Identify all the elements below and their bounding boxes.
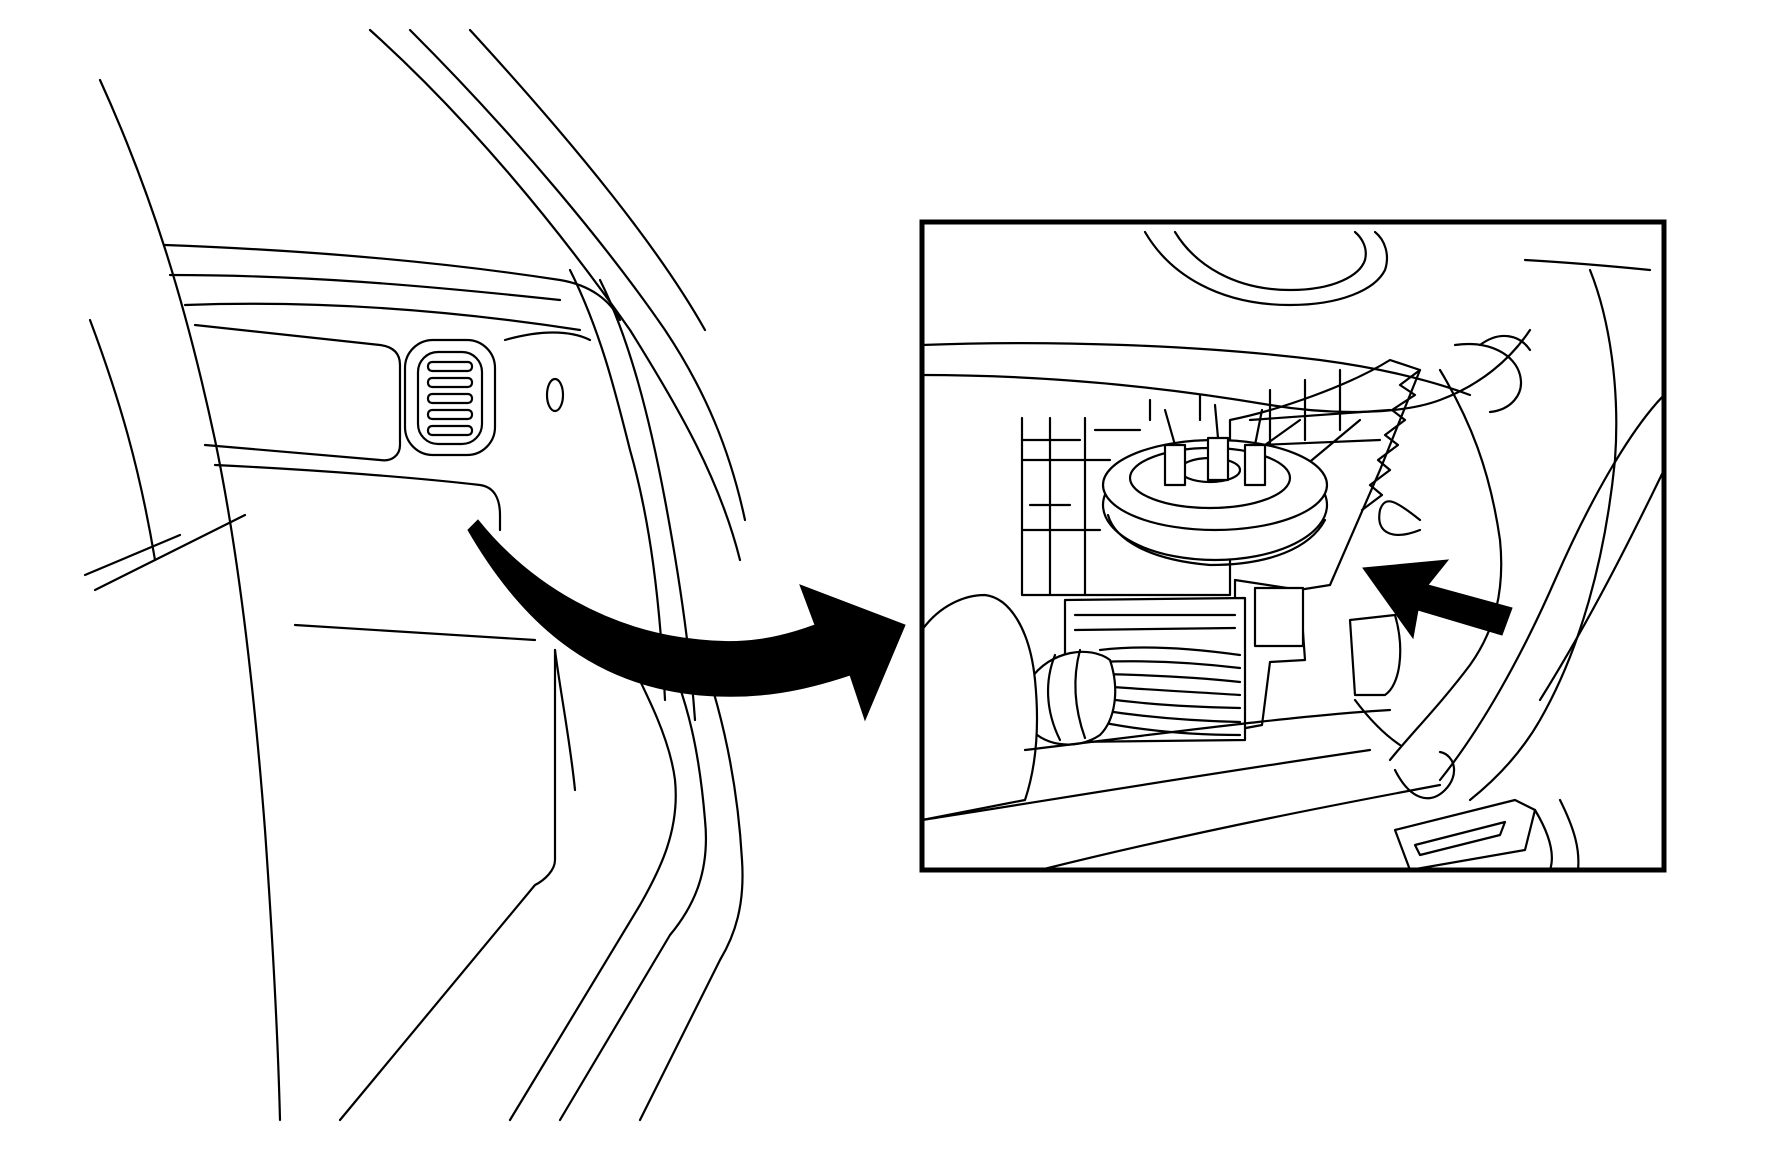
harness-wire <box>1073 626 1237 632</box>
lower-dash-edge <box>1353 698 1402 747</box>
door-sill <box>508 638 677 1122</box>
dash-underside <box>922 342 1472 397</box>
dashboard-top <box>168 273 562 302</box>
dashboard-overview <box>83 28 747 1122</box>
fastener-bracket <box>1348 613 1402 697</box>
blower-motor-body <box>1106 513 1327 567</box>
dash-underside <box>1523 258 1652 272</box>
detail-inset <box>919 219 1667 873</box>
lower-dash-edge <box>1393 750 1456 800</box>
dash-lower-edge <box>293 623 537 642</box>
side-trim-panel <box>1438 393 1664 782</box>
bracket-rib <box>1258 438 1382 447</box>
door-sill <box>558 638 707 1122</box>
harness-loom-band <box>1047 653 1062 742</box>
trim-fastener <box>545 377 565 413</box>
inset-frame <box>919 219 1667 873</box>
harness-loom-band <box>1074 648 1087 740</box>
resistor-plug <box>1253 586 1305 648</box>
glovebox-outline <box>213 463 502 532</box>
motor-terminal <box>1163 443 1187 487</box>
dash-underside <box>922 328 1532 414</box>
windshield-pillar <box>408 28 747 522</box>
side-trim-panel <box>1538 468 1664 702</box>
lower-dash-edge <box>1038 783 1442 870</box>
mounting-bracket <box>1020 358 1422 602</box>
door-sill <box>553 648 577 792</box>
side-trim-panel <box>1378 500 1422 536</box>
lower-trim-panel <box>922 593 1039 822</box>
pointer-arrow-icon <box>1362 559 1513 640</box>
air-vent <box>416 350 484 446</box>
hood-release-handle <box>1413 820 1507 857</box>
side-trim-panel <box>1468 268 1618 802</box>
dash-recess <box>193 323 402 462</box>
side-trim-panel <box>1478 334 1532 352</box>
dash-underside <box>1143 230 1389 307</box>
motor-wire <box>1163 408 1177 447</box>
motor-terminal <box>1243 443 1267 487</box>
inset-drawing <box>922 230 1664 870</box>
dashboard-top <box>183 302 582 332</box>
lower-dash-edge <box>922 748 1372 822</box>
motor-wire <box>1253 408 1264 447</box>
lower-dash-edge <box>1023 708 1392 752</box>
harness-loom <box>1026 650 1117 746</box>
dash-underside <box>1173 230 1367 292</box>
dash-lower-edge <box>93 513 247 592</box>
door-frame-line <box>88 318 157 562</box>
door-frame-line <box>98 78 282 1122</box>
door-sill <box>338 648 557 1122</box>
hood-release-handle <box>1558 798 1580 870</box>
dashboard-top <box>163 243 622 322</box>
motor-wire <box>1213 403 1220 440</box>
kick-panel-trim <box>503 331 592 342</box>
harness-wires <box>1098 646 1242 737</box>
hood-release-handle <box>1533 808 1553 870</box>
door-sill <box>638 648 744 1122</box>
air-vent <box>403 338 497 457</box>
dash-lower-edge <box>83 533 182 577</box>
windshield-pillar <box>468 28 707 332</box>
a-pillar-trim <box>568 268 667 702</box>
vent-louvers <box>426 360 474 437</box>
bracket-rib <box>1248 408 1392 422</box>
curved-arrow-icon <box>467 519 906 722</box>
hood-release-handle <box>1393 798 1537 870</box>
side-trim-panel <box>1388 368 1503 762</box>
bracket-serration <box>1360 368 1422 512</box>
windshield-pillar <box>368 28 742 562</box>
motor-terminal <box>1206 436 1230 482</box>
